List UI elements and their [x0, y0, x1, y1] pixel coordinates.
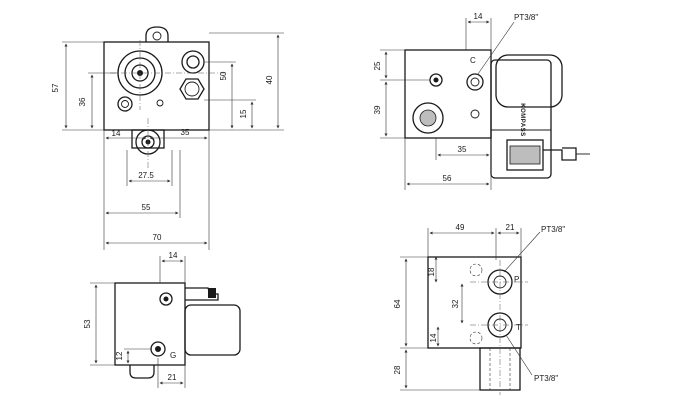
connector-body [506, 139, 544, 171]
side-large-port-inner [419, 109, 437, 127]
dim-49: 49 [456, 223, 465, 232]
dim-32: 32 [451, 299, 460, 308]
leader-line [503, 231, 541, 273]
side-view-block [404, 49, 492, 139]
dim-12: 12 [115, 351, 124, 360]
small-plug-left [117, 96, 133, 112]
port-c-inner [470, 77, 480, 87]
leader-line [505, 334, 533, 376]
ear-bolt-hole [152, 31, 162, 41]
brand-label: KOMPASS [519, 103, 525, 136]
port-c-label: C [470, 56, 476, 65]
dim-28: 28 [393, 365, 402, 374]
bottom-slot [129, 365, 155, 379]
solenoid-cap [495, 54, 563, 108]
bottom-plug [159, 292, 173, 306]
dim-39: 39 [373, 105, 382, 114]
hidden-port-top [469, 263, 483, 277]
bottom-fitting-nut [208, 288, 216, 298]
bottom-view: G 14 53 12 21 [83, 251, 241, 388]
plug-top-right-inner [186, 55, 200, 69]
bottom-plug-center [163, 296, 169, 302]
end-view: P T PT3/8" PT3/8" 49 21 18 [393, 223, 565, 395]
dim-14: 14 [112, 129, 121, 138]
dim-53: 53 [83, 319, 92, 328]
small-port [470, 109, 480, 119]
front-view: 57 36 50 40 15 14 35 27.5 55 [51, 26, 284, 250]
port-g-label: G [170, 351, 176, 360]
dim-36: 36 [78, 97, 87, 106]
dim-27-5: 27.5 [138, 171, 154, 180]
dim-35: 35 [458, 145, 467, 154]
dim-57: 57 [51, 83, 60, 92]
mounting-ear [145, 26, 169, 42]
hex-nut-inner [184, 81, 200, 97]
dim-70: 70 [153, 233, 162, 242]
side-view: C KOMPASS PT3/8" 14 25 39 [373, 12, 590, 190]
dim-21: 21 [506, 223, 515, 232]
dim-21: 21 [168, 373, 177, 382]
end-view-block [427, 256, 522, 349]
connector-grille [509, 145, 541, 165]
bottom-solenoid [184, 304, 241, 356]
screw [156, 99, 164, 107]
dim-14: 14 [429, 333, 438, 342]
small-plug-left-inner [121, 100, 129, 108]
dim-15: 15 [239, 109, 248, 118]
dim-14: 14 [169, 251, 178, 260]
thread-label-bottom: PT3/8" [534, 374, 558, 383]
solenoid-coil [490, 59, 552, 179]
cable-gland [543, 147, 577, 161]
port-p-label: P [514, 275, 519, 284]
hex-nut [179, 78, 205, 100]
dim-56: 56 [443, 174, 452, 183]
plug-top-right [181, 50, 205, 74]
thread-label: PT3/8" [514, 13, 538, 22]
port-g-center [155, 346, 161, 352]
side-plug-center [433, 77, 439, 83]
port-t-label: T [516, 323, 521, 332]
dim-14: 14 [474, 12, 483, 21]
hidden-port-bottom [469, 331, 483, 345]
dim-55: 55 [142, 203, 151, 212]
dim-18: 18 [427, 267, 436, 276]
thread-label-top: PT3/8" [541, 225, 565, 234]
side-large-port [412, 102, 444, 134]
port-c [466, 73, 484, 91]
dim-25: 25 [373, 61, 382, 70]
leader-line [477, 21, 515, 75]
dim-64: 64 [393, 299, 402, 308]
front-view-block [103, 41, 210, 131]
dim-50: 50 [219, 71, 228, 80]
dim-40: 40 [265, 75, 274, 84]
dim-35: 35 [181, 128, 190, 137]
